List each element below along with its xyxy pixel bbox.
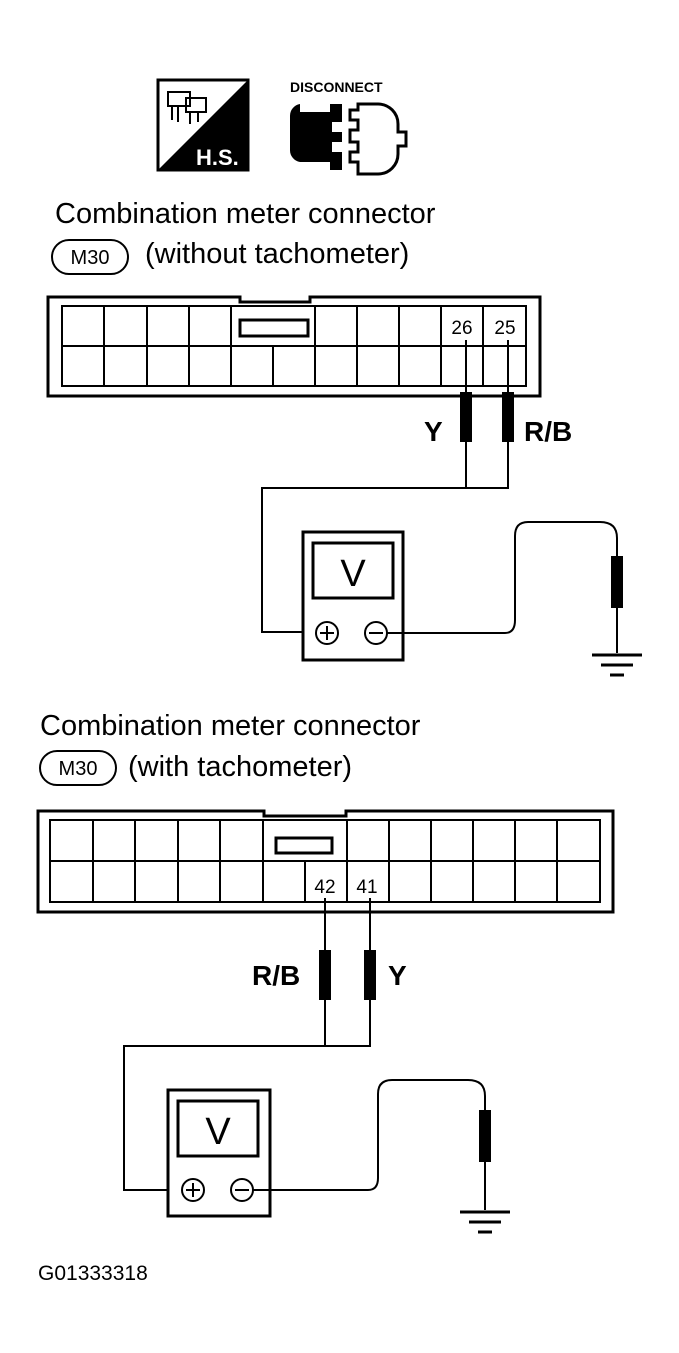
diagram2-ground-icon <box>460 1210 510 1234</box>
figure-code: G01333318 <box>38 1262 148 1285</box>
diagram2-wire-left: R/B <box>252 960 300 991</box>
diagram2-pin-left: 42 <box>314 877 335 898</box>
diagram1-meter-label: V <box>340 553 366 595</box>
diagram1-wire-left: Y <box>424 416 443 447</box>
diagram2-pin-right: 41 <box>356 877 377 898</box>
diagram2-connector-id: M30 <box>59 758 98 780</box>
disconnect-icon: DISCONNECT <box>289 79 408 176</box>
disconnect-label: DISCONNECT <box>290 79 383 95</box>
hs-icon: H.S. <box>156 78 250 172</box>
diagram1-connector: 26 25 <box>46 295 542 398</box>
diagram1-ground-icon <box>592 653 642 677</box>
diagram2-wire-right: Y <box>388 960 407 991</box>
diagram2-meter-label: V <box>205 1111 231 1153</box>
diagram1-subtitle: (without tachometer) <box>145 238 409 270</box>
diagram1-connector-id: M30 <box>71 247 110 269</box>
diagram2-connector-badge: M30 <box>39 750 117 786</box>
diagram1-voltmeter: V <box>301 530 405 662</box>
diagram2-subtitle: (with tachometer) <box>128 751 352 783</box>
diagram2-probes <box>123 898 376 1191</box>
diagram2-voltmeter: V <box>166 1088 272 1218</box>
diagram1-wire-right: R/B <box>524 416 572 447</box>
hs-icon-label: H.S. <box>196 145 239 170</box>
diagram1-probes <box>261 340 514 633</box>
diagram1-title: Combination meter connector <box>55 198 436 230</box>
diagram2-connector: 42 41 <box>36 809 615 914</box>
diagram1-ground-wire <box>387 521 623 653</box>
diagram1-pin-right: 25 <box>494 318 515 339</box>
diagram2-title: Combination meter connector <box>40 710 421 742</box>
diagram2-ground-wire <box>253 1079 491 1210</box>
diagram1-connector-badge: M30 <box>51 239 129 275</box>
diagram1-pin-left: 26 <box>451 318 472 339</box>
